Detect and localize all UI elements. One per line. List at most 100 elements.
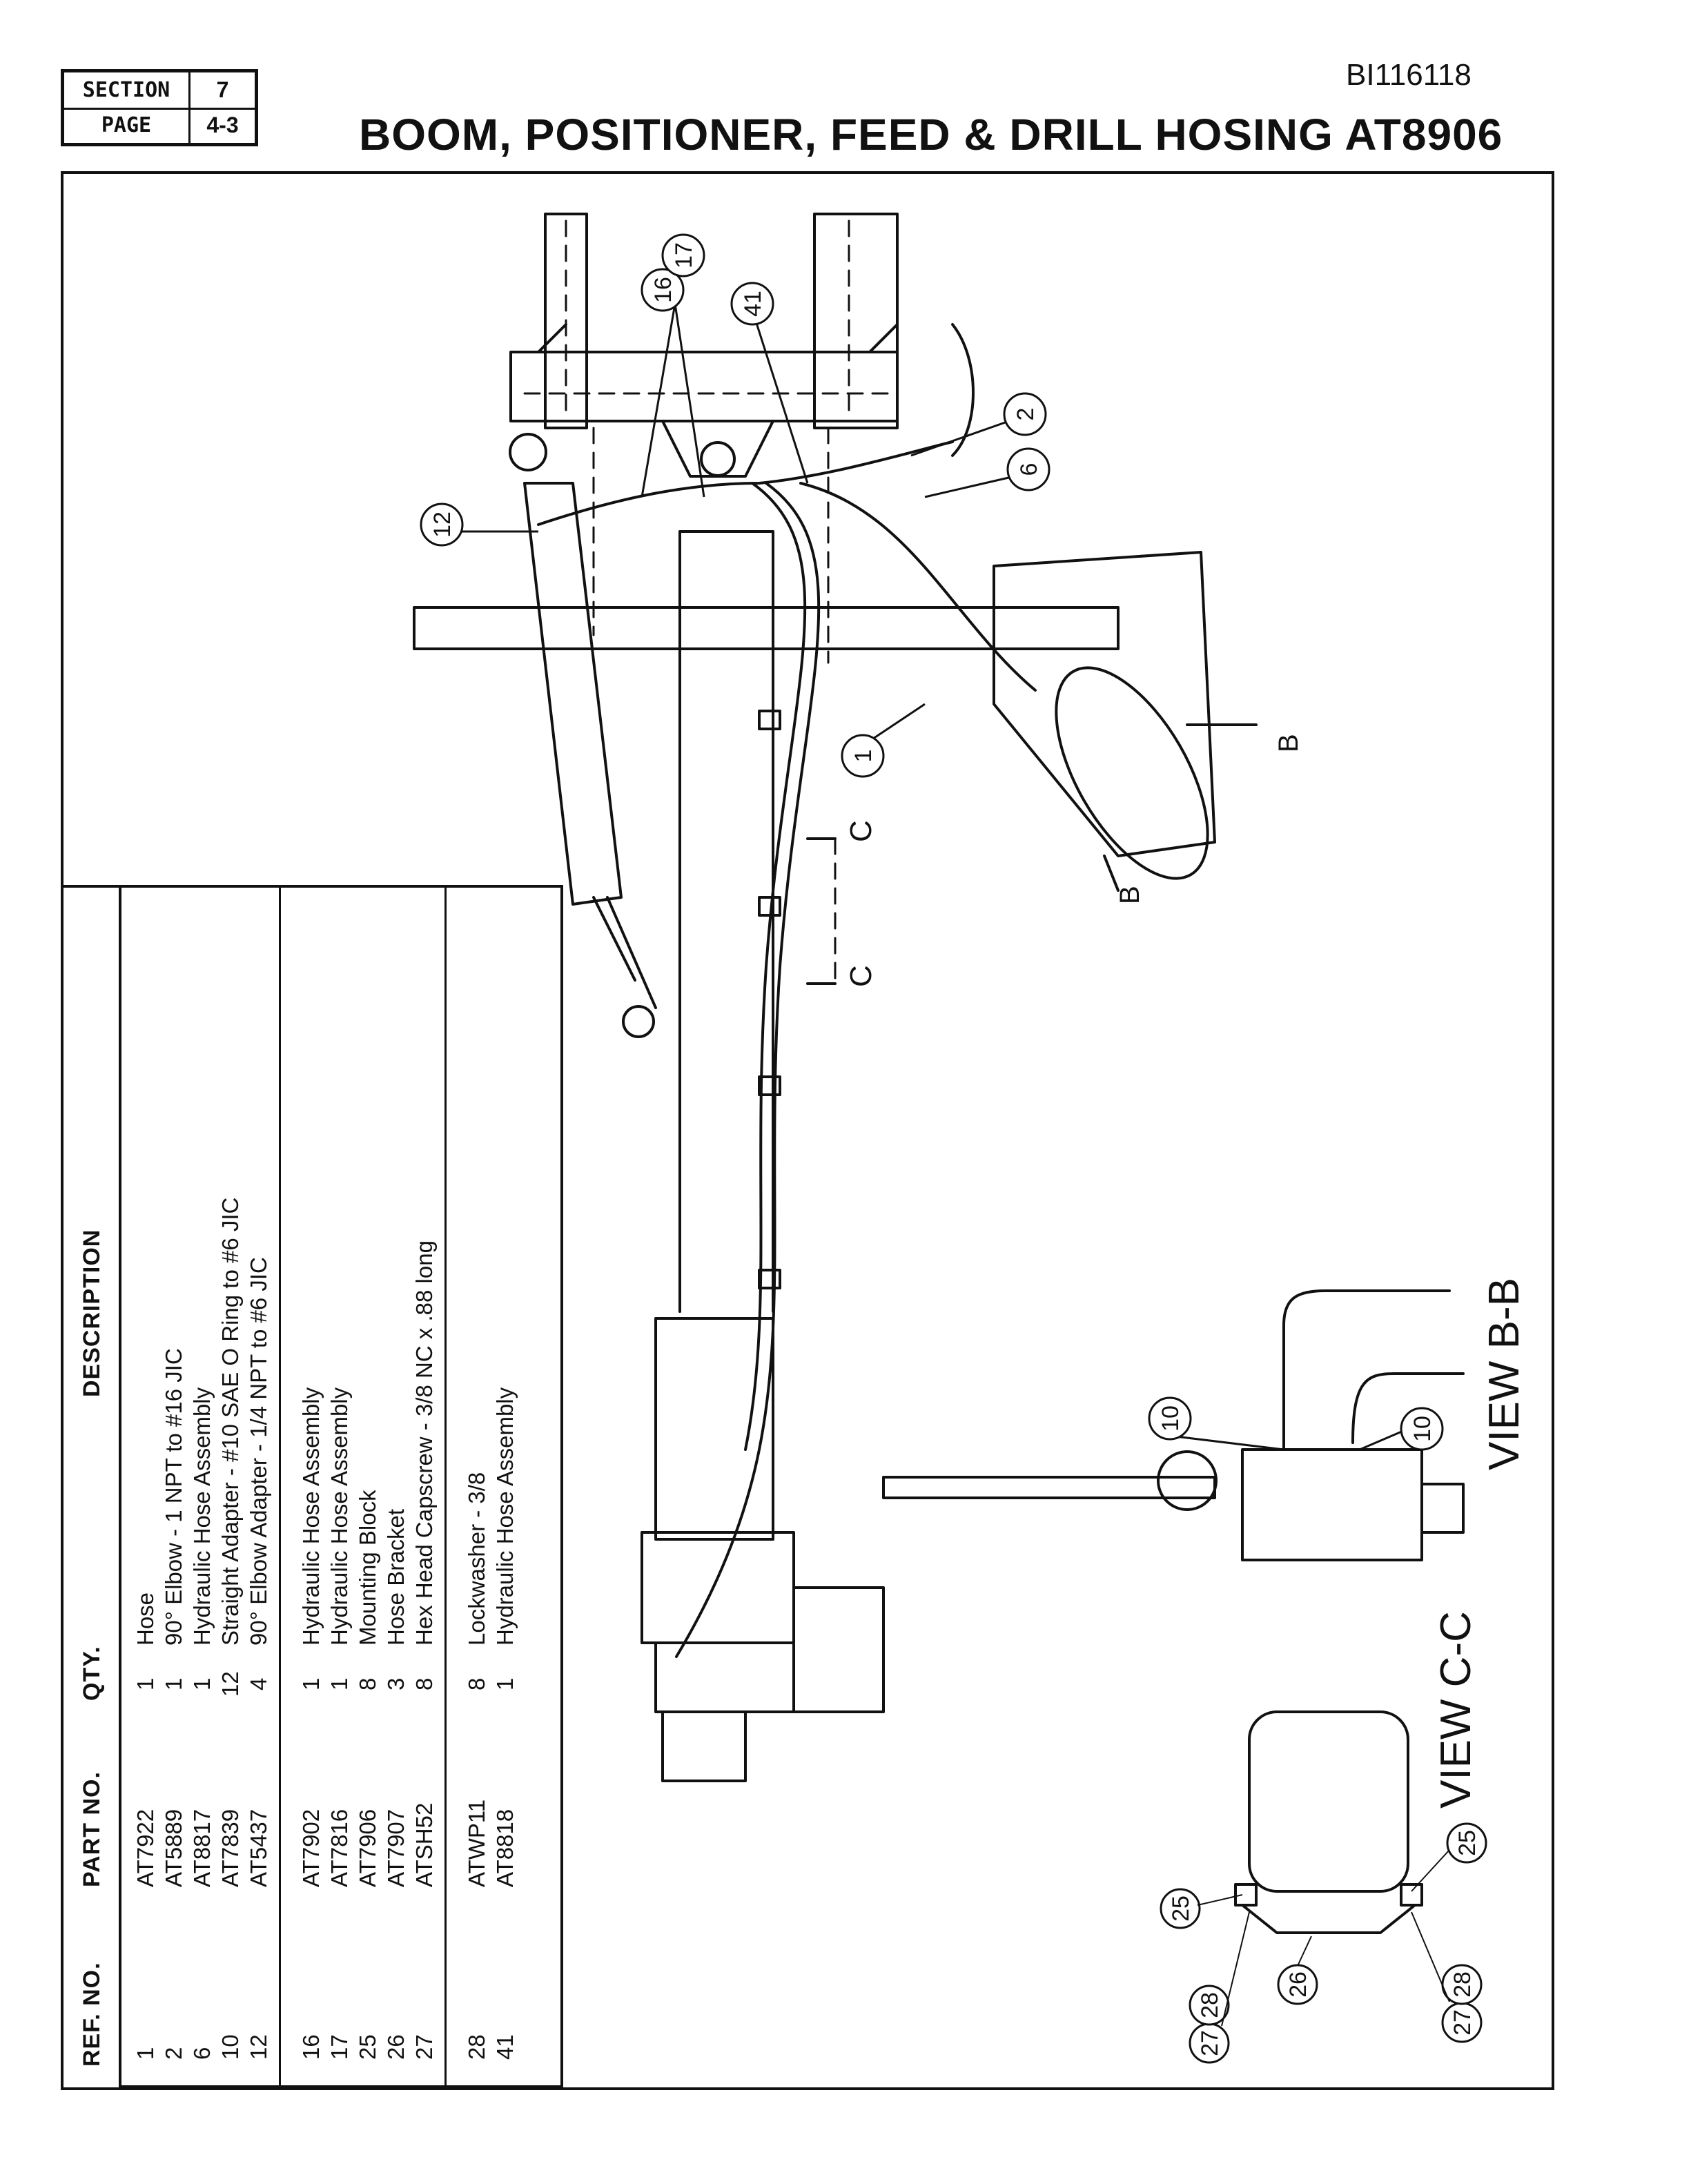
cylinder-rod — [592, 896, 657, 1009]
cell-qty: 1 — [492, 1677, 518, 1690]
hidden-lines — [523, 220, 892, 664]
hose-clamp — [758, 710, 781, 730]
svg-text:10: 10 — [1157, 1405, 1184, 1432]
section-box: SECTION 7 PAGE 4-3 — [61, 69, 258, 146]
callout-41: 41 — [730, 282, 774, 326]
drawing-frame — [61, 171, 1554, 2090]
cell-desc: Hydraulic Hose Assembly — [492, 1387, 518, 1646]
cell-ref: 2 — [161, 2047, 186, 2060]
cylinder-pin — [509, 433, 547, 471]
cell-ref: 25 — [355, 2034, 380, 2060]
page-label: PAGE — [64, 108, 190, 143]
callout-28: 28 — [1189, 1985, 1230, 2026]
svg-text:1: 1 — [850, 750, 877, 763]
frame-post-left — [544, 213, 588, 429]
cell-desc: Mounting Block — [355, 1490, 380, 1646]
cell-qty: 8 — [464, 1677, 489, 1690]
pivot-pin — [700, 441, 736, 477]
cell-desc: Hydraulic Hose Assembly — [189, 1387, 215, 1646]
section-value: 7 — [216, 77, 229, 102]
cell-qty: 1 — [298, 1677, 324, 1690]
hose-top — [951, 323, 975, 457]
cell-qty: 8 — [355, 1677, 380, 1690]
feed-rail — [661, 1710, 747, 1782]
section-mark-b: B — [1273, 734, 1304, 752]
hose-bundle — [675, 482, 821, 1658]
cell-qty: 1 — [189, 1677, 215, 1690]
cell-part: AT7922 — [133, 1808, 158, 1887]
view-cc-label: VIEW C-C — [1432, 1611, 1480, 1808]
cell-qty: 4 — [246, 1677, 271, 1690]
callout-10: 10 — [1400, 1407, 1444, 1451]
cell-part: AT8817 — [189, 1808, 215, 1887]
callout-leaders-cc — [1197, 1849, 1450, 2027]
callout-6: 6 — [1006, 447, 1050, 491]
callout-26: 26 — [1277, 1964, 1318, 2005]
section-b-arrow-2 — [1103, 855, 1120, 892]
view-bb-cap — [1420, 1483, 1465, 1534]
page-row: PAGE 4-3 — [64, 108, 255, 143]
drill-motor — [792, 1586, 885, 1713]
view-bb-label: VIEW B-B — [1480, 1278, 1528, 1470]
callout-16: 16 — [641, 268, 685, 312]
cell-part: ATSH52 — [411, 1802, 437, 1887]
cell-ref: 1 — [133, 2047, 158, 2060]
frame-crossmember — [509, 351, 899, 422]
callout-25: 25 — [1160, 1888, 1201, 1929]
cell-part: AT5889 — [161, 1808, 186, 1887]
cell-desc: Lockwasher - 3/8 — [464, 1472, 489, 1646]
header-qty: QTY. — [79, 1646, 105, 1701]
svg-text:2: 2 — [1013, 408, 1039, 421]
svg-text:16: 16 — [650, 277, 676, 303]
frame-gusset — [537, 323, 899, 353]
cell-part: AT5437 — [246, 1808, 271, 1887]
drill-mount — [641, 1531, 795, 1644]
section-c-arrows — [806, 837, 837, 985]
callout-27: 27 — [1441, 2002, 1483, 2043]
callout-17: 17 — [661, 233, 705, 277]
cell-ref: 27 — [411, 2034, 437, 2060]
callout-2: 2 — [1003, 392, 1047, 436]
cell-qty: 1 — [326, 1677, 352, 1690]
svg-text:17: 17 — [671, 242, 697, 269]
section-mark-c: C — [844, 820, 878, 842]
table-top-border — [61, 885, 563, 888]
cell-desc: 90° Elbow Adapter - 1/4 NPT to #6 JIC — [246, 1257, 271, 1646]
svg-text:26: 26 — [1285, 1971, 1311, 1998]
cell-ref: 26 — [383, 2034, 409, 2060]
document-id: BI116118 — [1346, 58, 1472, 92]
rod-eye — [622, 1005, 655, 1038]
cell-desc: Hydraulic Hose Assembly — [326, 1387, 352, 1646]
view-bb-block — [1241, 1448, 1423, 1561]
view-bb-hose-upper — [1282, 1289, 1451, 1451]
cell-desc: Hose Bracket — [383, 1508, 409, 1646]
cell-desc: Hex Head Capscrew - 3/8 NC x .88 long — [411, 1240, 437, 1646]
boom — [678, 530, 774, 1313]
positioner-cylinder — [523, 482, 623, 906]
drill-base — [654, 1641, 795, 1713]
valve-block — [654, 1317, 774, 1541]
svg-text:41: 41 — [740, 291, 766, 317]
svg-text:12: 12 — [429, 511, 456, 538]
callout-25: 25 — [1446, 1822, 1487, 1864]
hose-clamp — [758, 1269, 781, 1289]
cell-ref: 41 — [492, 2034, 518, 2060]
cell-part: AT7906 — [355, 1808, 380, 1887]
section-mark-b: B — [1115, 886, 1145, 904]
callout-10: 10 — [1148, 1396, 1192, 1441]
cell-qty: 1 — [161, 1677, 186, 1690]
frame-post-right — [813, 213, 899, 429]
table-right-border — [560, 885, 563, 2087]
svg-text:28: 28 — [1449, 1971, 1476, 1998]
group-divider — [444, 885, 447, 2087]
svg-text:25: 25 — [1168, 1895, 1194, 1922]
callout-12: 12 — [420, 503, 464, 547]
table-left-rule — [119, 2085, 560, 2087]
feed-bracket — [993, 551, 1216, 857]
cell-qty: 8 — [411, 1677, 437, 1690]
page-value: 4-3 — [206, 113, 239, 137]
view-bb-hose-lower — [1351, 1372, 1465, 1444]
cell-ref: 12 — [246, 2034, 271, 2060]
